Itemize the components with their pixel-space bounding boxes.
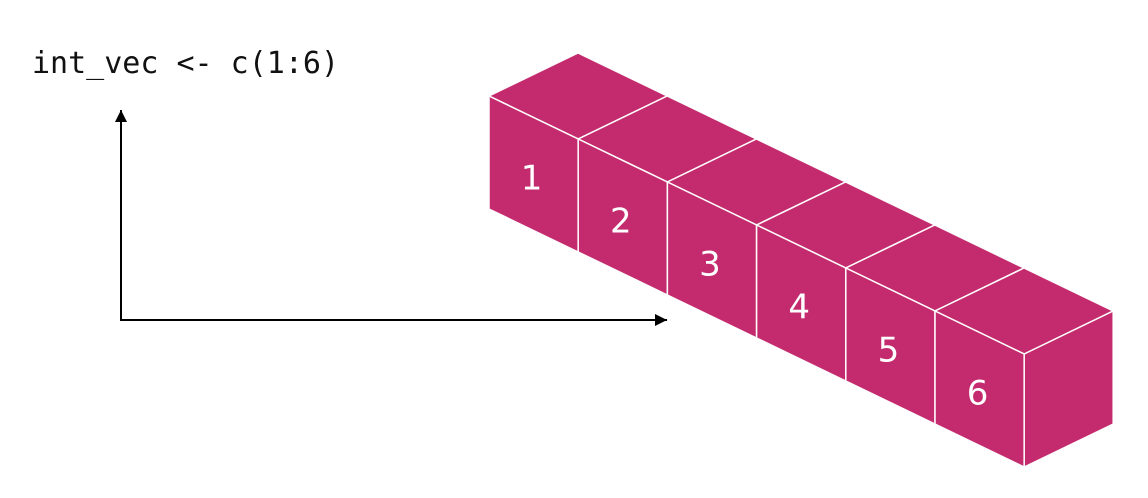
- assignment-arrow: [115, 110, 667, 326]
- vector-cell-6: 6: [933, 267, 1115, 469]
- vector-cubes: 1 2 3 4 5 6: [487, 52, 1115, 469]
- cell-value-label: 4: [788, 288, 810, 328]
- code-expression: int_vec <- c(1:6): [32, 46, 340, 81]
- cell-value-label: 2: [610, 202, 632, 242]
- cell-value-label: 1: [521, 159, 543, 199]
- cell-value-label: 5: [878, 331, 900, 371]
- cube-side-face: [1023, 309, 1114, 469]
- cell-value-label: 6: [967, 374, 989, 414]
- cell-value-label: 3: [699, 245, 721, 285]
